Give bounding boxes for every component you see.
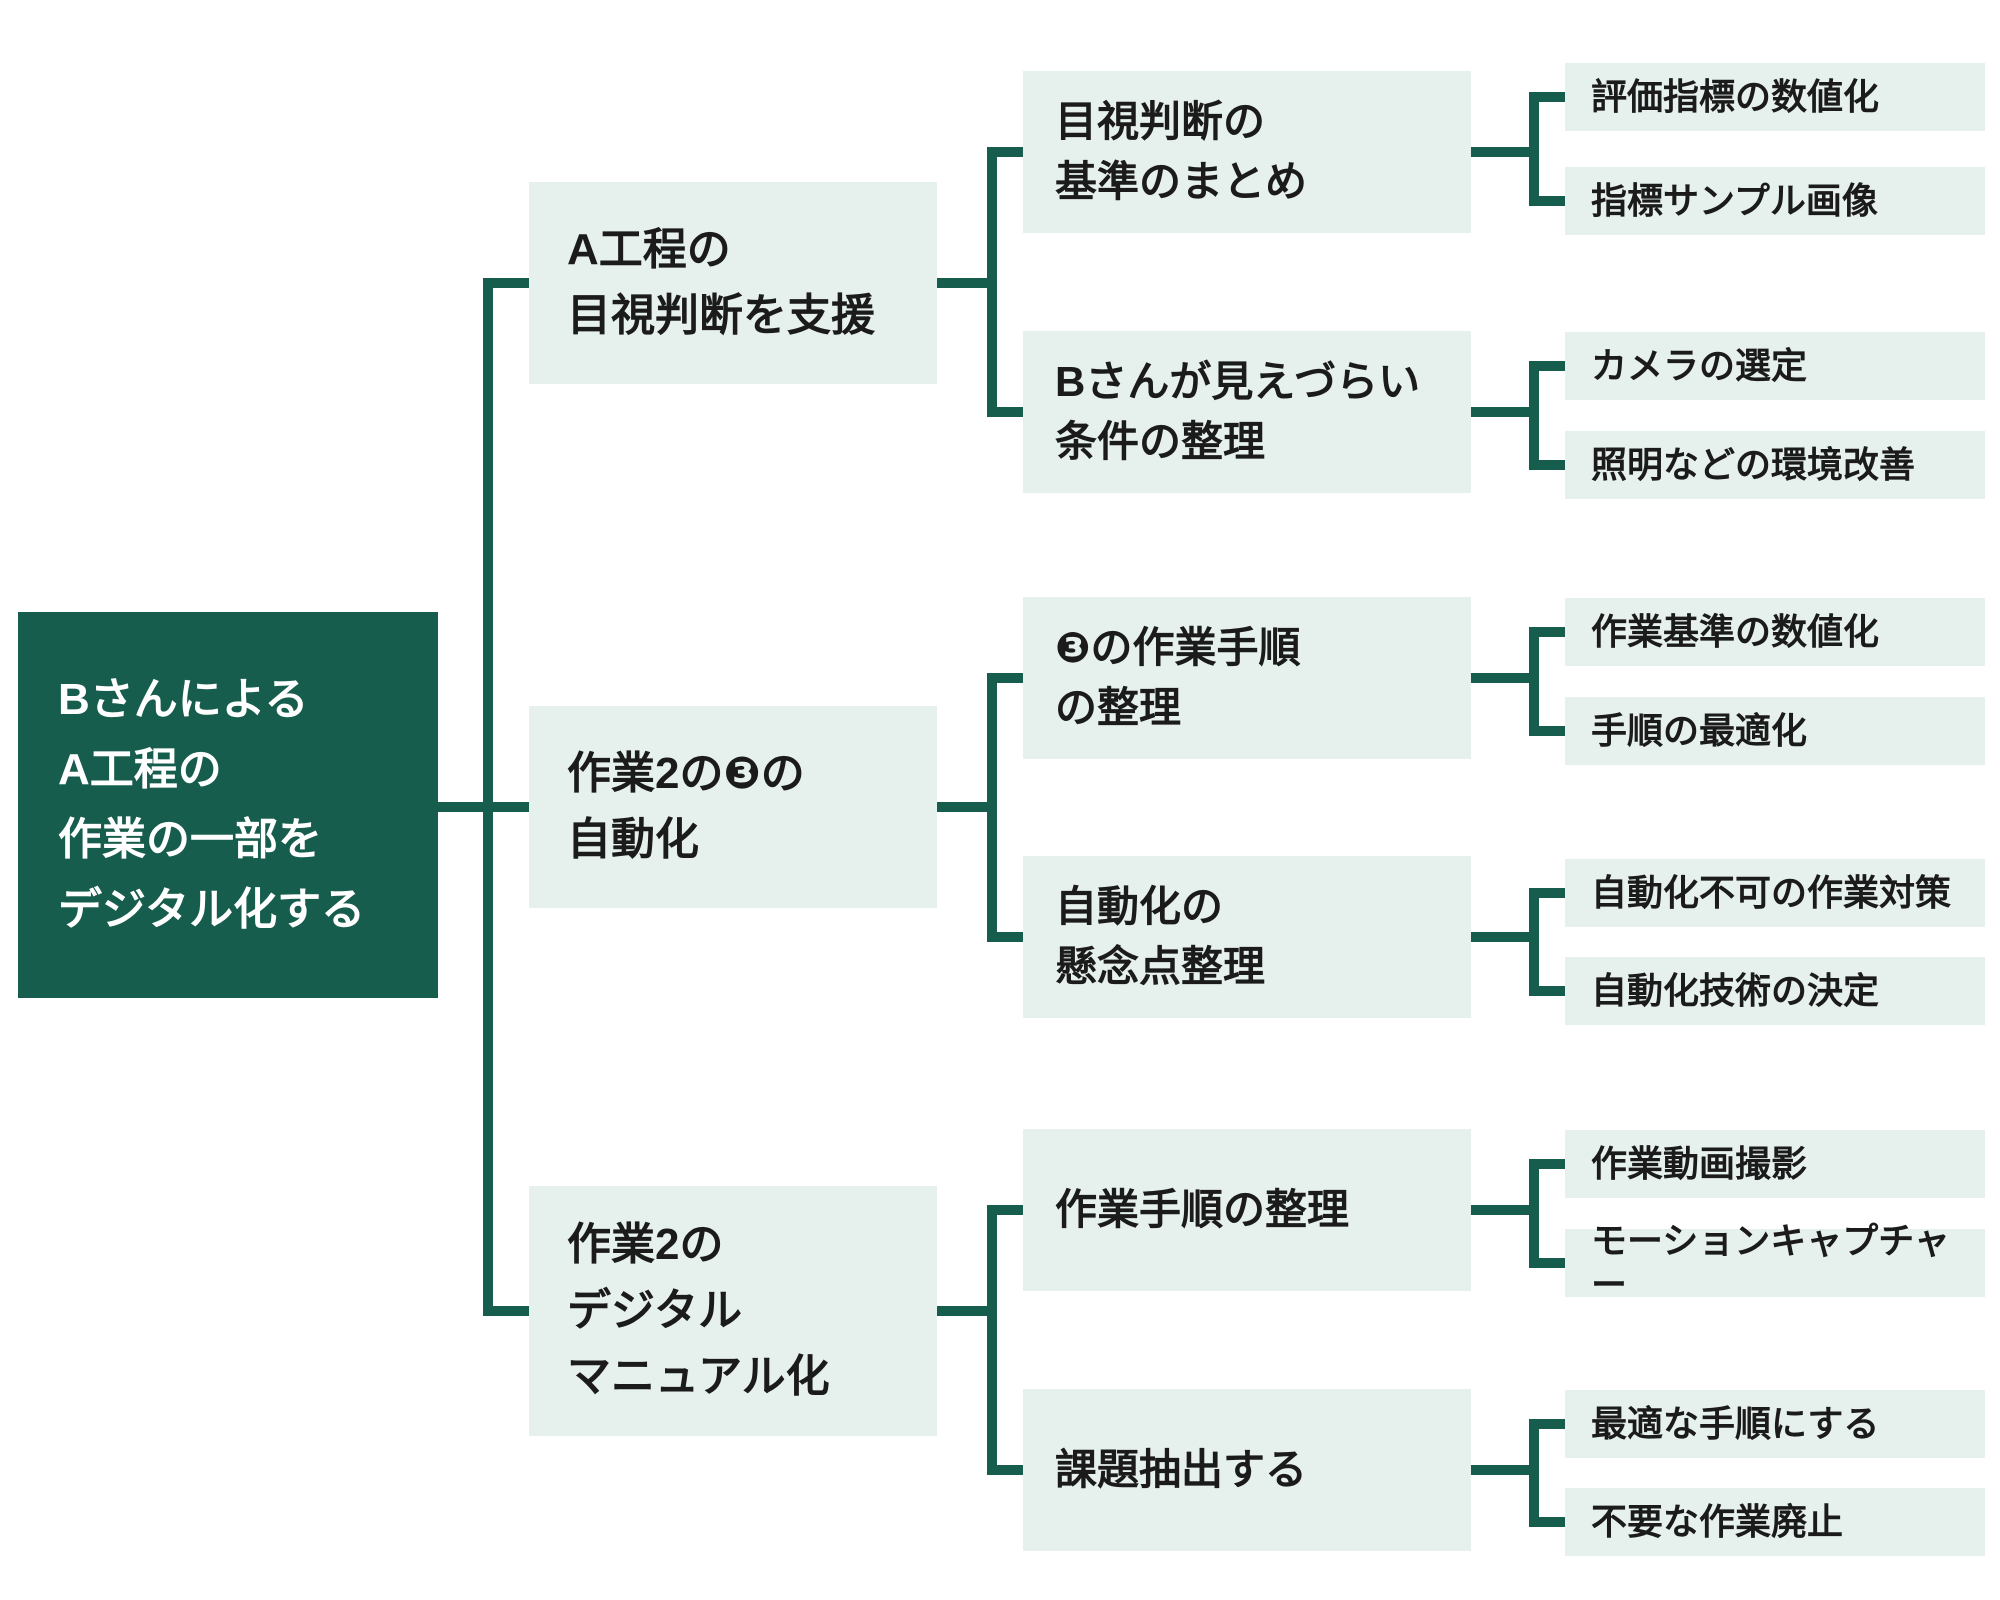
connector-line bbox=[1471, 1465, 1539, 1475]
leaf-node-label: モーションキャプチャー bbox=[1591, 1220, 1950, 1305]
leaf-node-label: 指標サンプル画像 bbox=[1591, 180, 1878, 221]
connector-line bbox=[1471, 673, 1539, 683]
root-node-label: Bさんによる A工程の 作業の一部を デジタル化する bbox=[58, 675, 366, 934]
branch-node-visual-judgement-support: A工程の 目視判断を支援 bbox=[529, 182, 937, 384]
connector-line bbox=[1529, 986, 1565, 996]
sub-branch-node-work-procedure: 作業手順の整理 bbox=[1023, 1129, 1471, 1291]
connector-line bbox=[1529, 460, 1565, 470]
leaf-node: 最適な手順にする bbox=[1565, 1390, 1985, 1458]
connector-line bbox=[483, 278, 529, 288]
connector-line bbox=[1529, 1159, 1565, 1169]
connector-line bbox=[1529, 888, 1539, 996]
connector-line bbox=[987, 673, 1023, 683]
connector-line bbox=[987, 932, 1023, 942]
sub-branch-node-label: 作業手順の整理 bbox=[1055, 1186, 1350, 1233]
leaf-node: 照明などの環境改善 bbox=[1565, 431, 1985, 499]
connector-line bbox=[987, 147, 1023, 157]
connector-line bbox=[987, 407, 1023, 417]
sub-branch-node-label: 課題抽出する bbox=[1055, 1446, 1308, 1493]
sub-branch-node-label: 目視判断の 基準のまとめ bbox=[1055, 98, 1308, 205]
connector-line bbox=[987, 1465, 1023, 1475]
branch-node-task2-automation: 作業2の❸の 自動化 bbox=[529, 706, 937, 908]
leaf-node-label: カメラの選定 bbox=[1591, 345, 1808, 386]
leaf-node-label: 最適な手順にする bbox=[1591, 1403, 1880, 1444]
leaf-node: 自動化不可の作業対策 bbox=[1565, 859, 1985, 927]
branch-node-task2-digital-manual: 作業2の デジタル マニュアル化 bbox=[529, 1186, 937, 1436]
sub-branch-node-automation-concerns: 自動化の 懸念点整理 bbox=[1023, 856, 1471, 1018]
connector-line bbox=[483, 278, 493, 1316]
connector-line bbox=[1529, 1517, 1565, 1527]
root-node: Bさんによる A工程の 作業の一部を デジタル化する bbox=[18, 612, 438, 998]
leaf-node-label: 自動化技術の決定 bbox=[1591, 970, 1880, 1011]
connector-line bbox=[1529, 888, 1565, 898]
connector-line bbox=[1471, 407, 1539, 417]
leaf-node: 手順の最適化 bbox=[1565, 697, 1985, 765]
connector-line bbox=[1529, 726, 1565, 736]
leaf-node: 指標サンプル画像 bbox=[1565, 167, 1985, 235]
leaf-node-label: 不要な作業廃止 bbox=[1591, 1501, 1844, 1542]
leaf-node-label: 手順の最適化 bbox=[1591, 710, 1808, 751]
connector-line bbox=[987, 147, 997, 417]
leaf-node: 作業基準の数値化 bbox=[1565, 598, 1985, 666]
sub-branch-node-hard-to-see-conditions: Bさんが見えづらい 条件の整理 bbox=[1023, 331, 1471, 493]
sub-branch-node-label: ❸の作業手順 の整理 bbox=[1055, 624, 1301, 731]
leaf-node: カメラの選定 bbox=[1565, 332, 1985, 400]
connector-line bbox=[1529, 627, 1565, 637]
sub-branch-node-label: 自動化の 懸念点整理 bbox=[1055, 883, 1266, 990]
connector-line bbox=[987, 673, 997, 942]
connector-line bbox=[1529, 1159, 1539, 1268]
sub-branch-node-label: Bさんが見えづらい 条件の整理 bbox=[1055, 358, 1421, 465]
connector-line bbox=[1529, 1419, 1539, 1527]
connector-line bbox=[1529, 1419, 1565, 1429]
leaf-node-label: 作業基準の数値化 bbox=[1591, 611, 1880, 652]
leaf-node-label: 自動化不可の作業対策 bbox=[1591, 872, 1952, 913]
connector-line bbox=[1529, 92, 1565, 102]
connector-line bbox=[987, 1205, 1023, 1215]
leaf-node-label: 照明などの環境改善 bbox=[1591, 444, 1916, 485]
leaf-node-label: 作業動画撮影 bbox=[1591, 1143, 1808, 1184]
connector-line bbox=[1529, 627, 1539, 736]
connector-line bbox=[1471, 932, 1539, 942]
sub-branch-node-step3-procedure: ❸の作業手順 の整理 bbox=[1023, 597, 1471, 759]
connector-line bbox=[1529, 196, 1565, 206]
branch-node-label: 作業2の デジタル マニュアル化 bbox=[567, 1220, 830, 1401]
leaf-node-label: 評価指標の数値化 bbox=[1591, 76, 1880, 117]
branch-node-label: A工程の 目視判断を支援 bbox=[567, 225, 875, 340]
connector-line bbox=[937, 802, 997, 812]
leaf-node: 評価指標の数値化 bbox=[1565, 63, 1985, 131]
connector-line bbox=[937, 1306, 997, 1316]
connector-line bbox=[1529, 361, 1539, 470]
leaf-node: 作業動画撮影 bbox=[1565, 1130, 1985, 1198]
connector-line bbox=[1529, 92, 1539, 206]
connector-line bbox=[1471, 1205, 1539, 1215]
leaf-node: 不要な作業廃止 bbox=[1565, 1488, 1985, 1556]
connector-line bbox=[1471, 147, 1539, 157]
branch-node-label: 作業2の❸の 自動化 bbox=[567, 749, 805, 864]
leaf-node: 自動化技術の決定 bbox=[1565, 957, 1985, 1025]
connector-line bbox=[987, 1205, 997, 1475]
connector-line bbox=[1529, 361, 1565, 371]
leaf-node: モーションキャプチャー bbox=[1565, 1220, 1985, 1305]
connector-line bbox=[483, 1306, 529, 1316]
connector-line bbox=[937, 278, 997, 288]
connector-line bbox=[1529, 1258, 1565, 1268]
sub-branch-node-visual-criteria: 目視判断の 基準のまとめ bbox=[1023, 71, 1471, 233]
sub-branch-node-issue-extraction: 課題抽出する bbox=[1023, 1389, 1471, 1551]
